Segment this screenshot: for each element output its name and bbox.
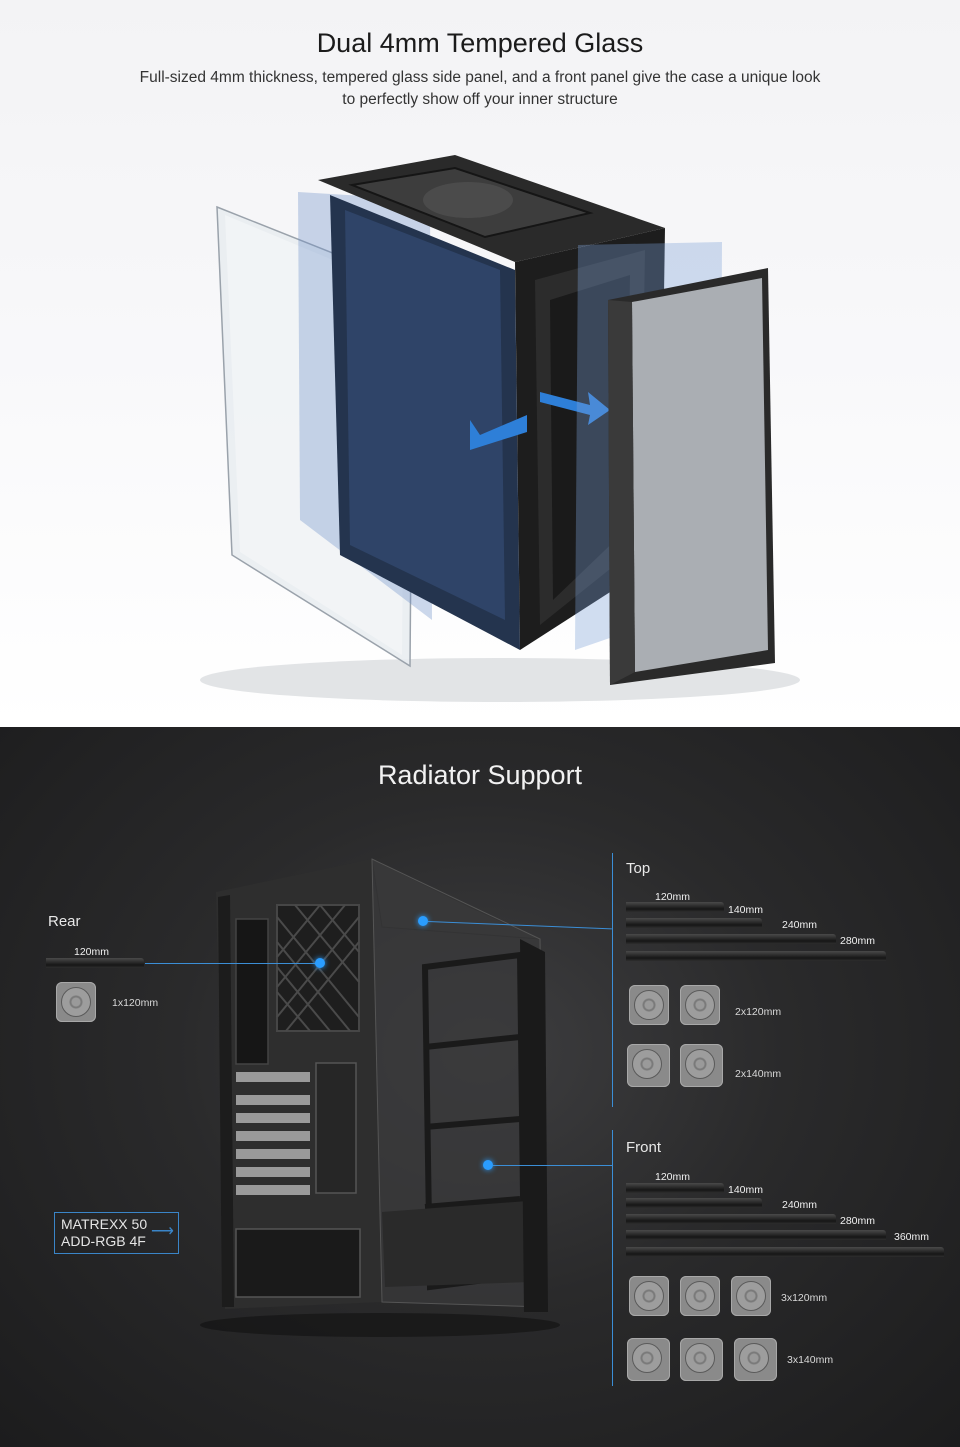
front-fan-caption-2: 3x140mm xyxy=(787,1354,834,1366)
top-fan-caption-1: 2x120mm xyxy=(735,1006,782,1018)
subtitle-line-1: Full-sized 4mm thickness, tempered glass… xyxy=(139,69,821,86)
arrow-right-icon: ⟶ xyxy=(151,1223,174,1240)
rear-size-label: 120mm xyxy=(74,946,110,958)
front-connector-line xyxy=(493,1165,613,1166)
front-size-label: 280mm xyxy=(840,1215,876,1227)
arrow-right-icon xyxy=(540,392,610,425)
top-size-label: 120mm xyxy=(655,891,691,903)
exploded-case-illustration xyxy=(200,155,800,702)
fan-icon xyxy=(627,1338,670,1381)
front-radiator-marker xyxy=(483,1160,493,1170)
rear-label: Rear xyxy=(48,913,81,930)
front-fan-caption-1: 3x120mm xyxy=(781,1292,828,1304)
top-bracket-line xyxy=(612,853,613,1107)
front-size-label: 240mm xyxy=(782,1199,818,1211)
case-illustration xyxy=(200,858,560,1337)
front-bracket-line xyxy=(612,1130,613,1386)
case-front-panel xyxy=(520,939,548,1312)
fan-icon xyxy=(629,985,669,1025)
section-title: Dual 4mm Tempered Glass xyxy=(316,28,644,58)
rear-size-bar xyxy=(46,958,144,968)
top-label: Top xyxy=(626,860,651,877)
model-badge: MATREXX 50 ADD-RGB 4F ⟶ xyxy=(54,1212,179,1254)
model-name-line-2: ADD-RGB 4F xyxy=(61,1233,146,1249)
section-subtitle: Full-sized 4mm thickness, tempered glass… xyxy=(120,67,840,111)
fan-icon xyxy=(627,1044,670,1087)
front-size-label: 360mm xyxy=(894,1231,930,1243)
front-label: Front xyxy=(626,1139,662,1156)
tempered-glass-section: Dual 4mm Tempered Glass Full-sized 4mm t… xyxy=(0,0,960,727)
front-size-label: 140mm xyxy=(728,1184,764,1196)
subtitle-line-2: to perfectly show off your inner structu… xyxy=(342,91,618,108)
top-size-label: 240mm xyxy=(782,919,818,931)
fan-icon xyxy=(680,985,720,1025)
arrow-left-icon xyxy=(470,415,527,450)
radiator-support-section: Radiator Support xyxy=(0,727,960,1447)
fan-icon xyxy=(680,1338,723,1381)
top-size-label: 140mm xyxy=(728,904,764,916)
top-radiator-marker xyxy=(418,916,428,926)
rear-radiator-marker xyxy=(315,958,325,968)
model-name-line-1: MATREXX 50 xyxy=(61,1216,148,1232)
front-size-label: 120mm xyxy=(655,1171,691,1183)
top-size-label: 280mm xyxy=(840,935,876,947)
fan-icon xyxy=(731,1276,771,1316)
fan-icon xyxy=(56,982,96,1022)
section-title: Radiator Support xyxy=(377,760,583,790)
rear-connector-line xyxy=(145,963,317,964)
top-fan-caption-2: 2x140mm xyxy=(735,1068,782,1080)
fan-icon xyxy=(680,1276,720,1316)
fan-icon xyxy=(734,1338,777,1381)
rear-fan-caption: 1x120mm xyxy=(112,997,159,1009)
fan-icon xyxy=(629,1276,669,1316)
fan-icon xyxy=(680,1044,723,1087)
